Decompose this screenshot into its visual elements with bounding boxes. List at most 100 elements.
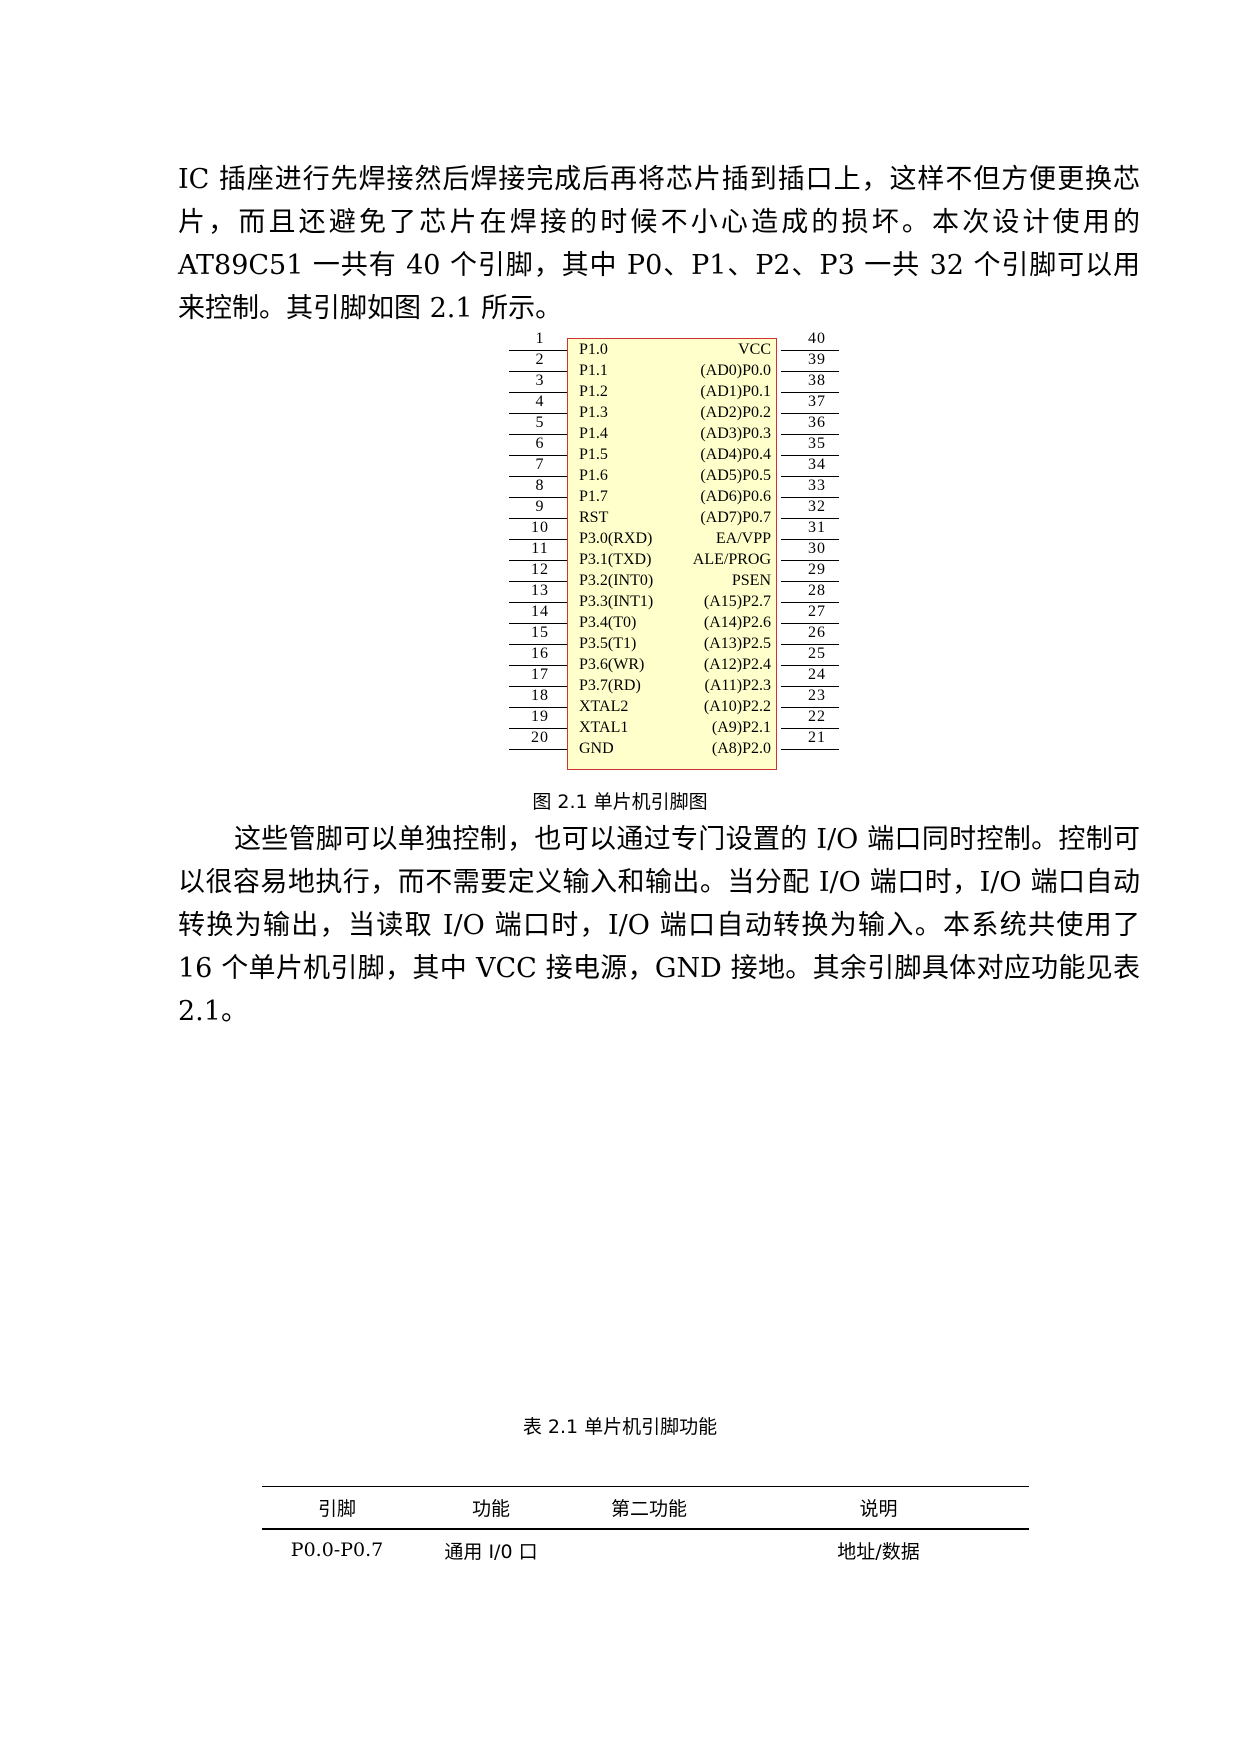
pin-number-right: 28: [808, 582, 826, 599]
header-pin: 引脚: [262, 1486, 412, 1530]
pin-name-right: (A13)P2.5: [703, 635, 771, 652]
pin-name-left: P1.2: [579, 383, 608, 400]
pin-lead-right: [781, 476, 839, 477]
pin-number-right: 33: [808, 477, 826, 494]
pin-lead-right: [781, 392, 839, 393]
pin-lead-left: [509, 413, 567, 414]
pin-number-left: 20: [531, 729, 549, 746]
pin-number-right: 34: [808, 456, 826, 473]
pin-lead-right: [781, 749, 839, 750]
pin-lead-left: [509, 686, 567, 687]
pin-number-left: 3: [535, 372, 545, 389]
pin-lead-left: [509, 560, 567, 561]
pin-lead-right: [781, 644, 839, 645]
pin-number-left: 16: [531, 645, 549, 662]
paragraph-intro: IC 插座进行先焊接然后焊接完成后再将芯片插到插口上，这样不但方便更换芯片，而且…: [178, 164, 1140, 324]
pin-number-left: 18: [531, 687, 549, 704]
pin-number-right: 31: [808, 519, 826, 536]
pin-lead-left: [509, 518, 567, 519]
pin-name-left: P3.3(INT1): [579, 593, 654, 610]
pin-function-table: 引脚 功能 第二功能 说明 P0.0-P0.7 通用 I/0 口 地址/数据: [262, 1486, 1029, 1570]
pin-name-right: ALE/PROG: [692, 551, 771, 568]
pin-name-right: (A11)P2.3: [704, 677, 771, 694]
pin-number-right: 25: [808, 645, 826, 662]
pin-number-right: 37: [808, 393, 826, 410]
pin-name-left: P1.6: [579, 467, 608, 484]
pin-lead-right: [781, 728, 839, 729]
pin-name-right: (AD4)P0.4: [700, 446, 771, 463]
pin-number-left: 10: [531, 519, 549, 536]
pin-lead-left: [509, 581, 567, 582]
pin-name-left: XTAL2: [579, 698, 629, 715]
pin-number-left: 15: [531, 624, 549, 641]
pin-number-left: 11: [531, 540, 549, 557]
pin-lead-left: [509, 434, 567, 435]
pin-lead-left: [509, 371, 567, 372]
pin-lead-left: [509, 644, 567, 645]
pin-lead-right: [781, 686, 839, 687]
pin-lead-left: [509, 392, 567, 393]
table-row: P0.0-P0.7 通用 I/0 口 地址/数据: [262, 1529, 1029, 1570]
pin-number-right: 32: [808, 498, 826, 515]
pin-number-left: 17: [531, 666, 549, 683]
pin-name-left: P1.5: [579, 446, 608, 463]
pin-lead-right: [781, 497, 839, 498]
pin-lead-right: [781, 602, 839, 603]
figure-caption: 图 2.1 单片机引脚图: [532, 791, 708, 813]
pin-name-left: P1.0: [579, 341, 608, 358]
pin-number-left: 13: [531, 582, 549, 599]
pin-lead-right: [781, 581, 839, 582]
pin-number-right: 36: [808, 414, 826, 431]
pin-name-right: VCC: [738, 341, 771, 358]
pin-name-left: P1.1: [579, 362, 608, 379]
pin-name-left: P1.4: [579, 425, 608, 442]
pin-name-left: P3.0(RXD): [579, 530, 653, 547]
pin-number-right: 35: [808, 435, 826, 452]
pin-number-left: 4: [535, 393, 545, 410]
pin-number-left: 12: [531, 561, 549, 578]
pin-number-right: 40: [808, 330, 826, 347]
pin-number-right: 29: [808, 561, 826, 578]
pin-name-left: P3.5(T1): [579, 635, 637, 652]
pin-name-left: XTAL1: [579, 719, 629, 736]
paragraph-io-ports: 这些管脚可以单独控制，也可以通过专门设置的 I/O 端口同时控制。控制可以很容易…: [178, 824, 1140, 1027]
pin-name-right: (A12)P2.4: [703, 656, 771, 673]
pin-number-left: 2: [535, 351, 545, 368]
pin-name-right: (AD2)P0.2: [700, 404, 771, 421]
pin-number-right: 26: [808, 624, 826, 641]
pin-name-left: P1.3: [579, 404, 608, 421]
pin-lead-right: [781, 350, 839, 351]
cell-second-function: [570, 1529, 728, 1570]
header-second-function: 第二功能: [570, 1486, 728, 1530]
pin-lead-left: [509, 623, 567, 624]
pin-number-right: 23: [808, 687, 826, 704]
pin-name-right: (A14)P2.6: [703, 614, 771, 631]
pin-number-right: 24: [808, 666, 826, 683]
pin-name-left: GND: [579, 740, 614, 757]
pin-lead-left: [509, 665, 567, 666]
pin-lead-right: [781, 623, 839, 624]
pin-number-right: 38: [808, 372, 826, 389]
pin-lead-right: [781, 539, 839, 540]
pin-number-left: 9: [535, 498, 545, 515]
pin-name-right: (AD5)P0.5: [700, 467, 771, 484]
pin-lead-left: [509, 539, 567, 540]
pin-name-left: P3.2(INT0): [579, 572, 654, 589]
pin-name-right: (AD6)P0.6: [700, 488, 771, 505]
pin-number-right: 21: [808, 729, 826, 746]
pin-lead-right: [781, 560, 839, 561]
